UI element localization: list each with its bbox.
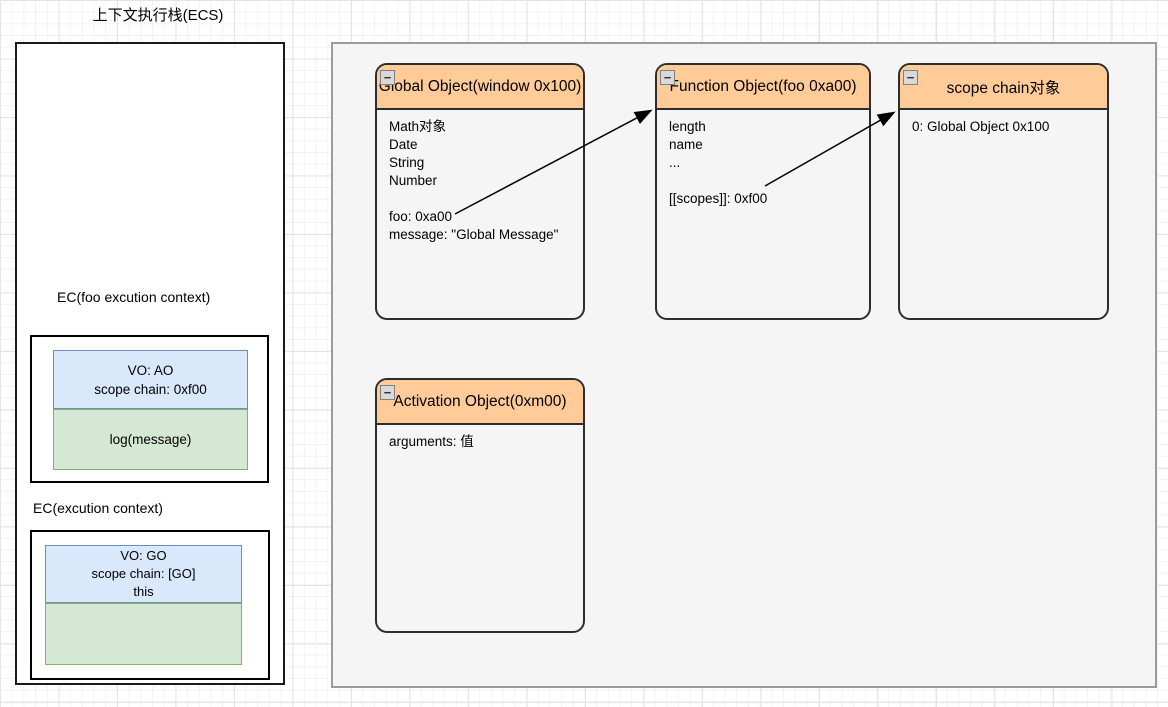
scope-chain-title: scope chain对象 xyxy=(900,65,1107,110)
card-line: foo: 0xa00 xyxy=(389,209,453,224)
ec-global-vo-box[interactable]: VO: GO scope chain: [GO] this xyxy=(45,545,242,603)
global-object-card[interactable]: − Global Object(window 0x100) Math对象 Dat… xyxy=(375,63,585,320)
card-line: arguments: 值 xyxy=(389,434,474,449)
ecs-stack-panel[interactable]: EC(foo excution context) VO: AO scope ch… xyxy=(15,42,285,685)
card-line: length xyxy=(669,119,706,134)
function-object-title: Function Object(foo 0xa00) xyxy=(657,65,869,110)
card-line: name xyxy=(669,137,703,152)
ec-global-label: EC(excution context) xyxy=(33,500,163,516)
card-line: message: "Global Message" xyxy=(389,227,559,242)
ec-foo-code-box[interactable]: log(message) xyxy=(53,409,248,470)
card-line: [[scopes]]: 0xf00 xyxy=(669,191,768,206)
activation-object-body: arguments: 值 xyxy=(377,425,583,451)
card-line: Number xyxy=(389,173,438,188)
vo-line: VO: GO xyxy=(120,548,167,563)
card-line: ... xyxy=(669,155,681,170)
card-line xyxy=(389,190,583,208)
function-object-body: length name ... [[scopes]]: 0xf00 xyxy=(657,110,869,208)
ec-global-code-box[interactable] xyxy=(45,603,242,665)
vo-line: scope chain: 0xf00 xyxy=(94,381,207,397)
ec-foo-vo-box[interactable]: VO: AO scope chain: 0xf00 xyxy=(53,350,248,409)
card-line: Math对象 xyxy=(389,119,447,134)
ec-global-frame[interactable]: VO: GO scope chain: [GO] this xyxy=(30,530,270,680)
card-line: String xyxy=(389,155,425,170)
card-line: Date xyxy=(389,137,418,152)
global-object-body: Math对象 Date String Number foo: 0xa00 mes… xyxy=(377,110,583,244)
collapse-minus-icon[interactable]: − xyxy=(380,70,395,85)
scope-chain-card[interactable]: − scope chain对象 0: Global Object 0x100 xyxy=(898,63,1109,320)
collapse-minus-icon[interactable]: − xyxy=(660,70,675,85)
vo-line: VO: AO xyxy=(127,362,174,378)
diagram-title[interactable]: 上下文执行栈(ECS) xyxy=(92,7,224,24)
activation-object-title: Activation Object(0xm00) xyxy=(377,380,583,425)
code-line: log(message) xyxy=(109,432,192,447)
ec-foo-frame[interactable]: VO: AO scope chain: 0xf00 log(message) xyxy=(30,335,269,483)
card-line xyxy=(669,172,869,190)
function-object-card[interactable]: − Function Object(foo 0xa00) length name… xyxy=(655,63,871,320)
ec-foo-label: EC(foo excution context) xyxy=(57,289,211,305)
collapse-minus-icon[interactable]: − xyxy=(380,385,395,400)
vo-line: this xyxy=(133,584,154,599)
card-line: 0: Global Object 0x100 xyxy=(912,119,1050,134)
global-object-title: Global Object(window 0x100) xyxy=(377,65,583,110)
vo-line: scope chain: [GO] xyxy=(91,566,196,581)
scope-chain-body: 0: Global Object 0x100 xyxy=(900,110,1107,136)
activation-object-card[interactable]: − Activation Object(0xm00) arguments: 值 xyxy=(375,378,585,633)
collapse-minus-icon[interactable]: − xyxy=(903,70,918,85)
